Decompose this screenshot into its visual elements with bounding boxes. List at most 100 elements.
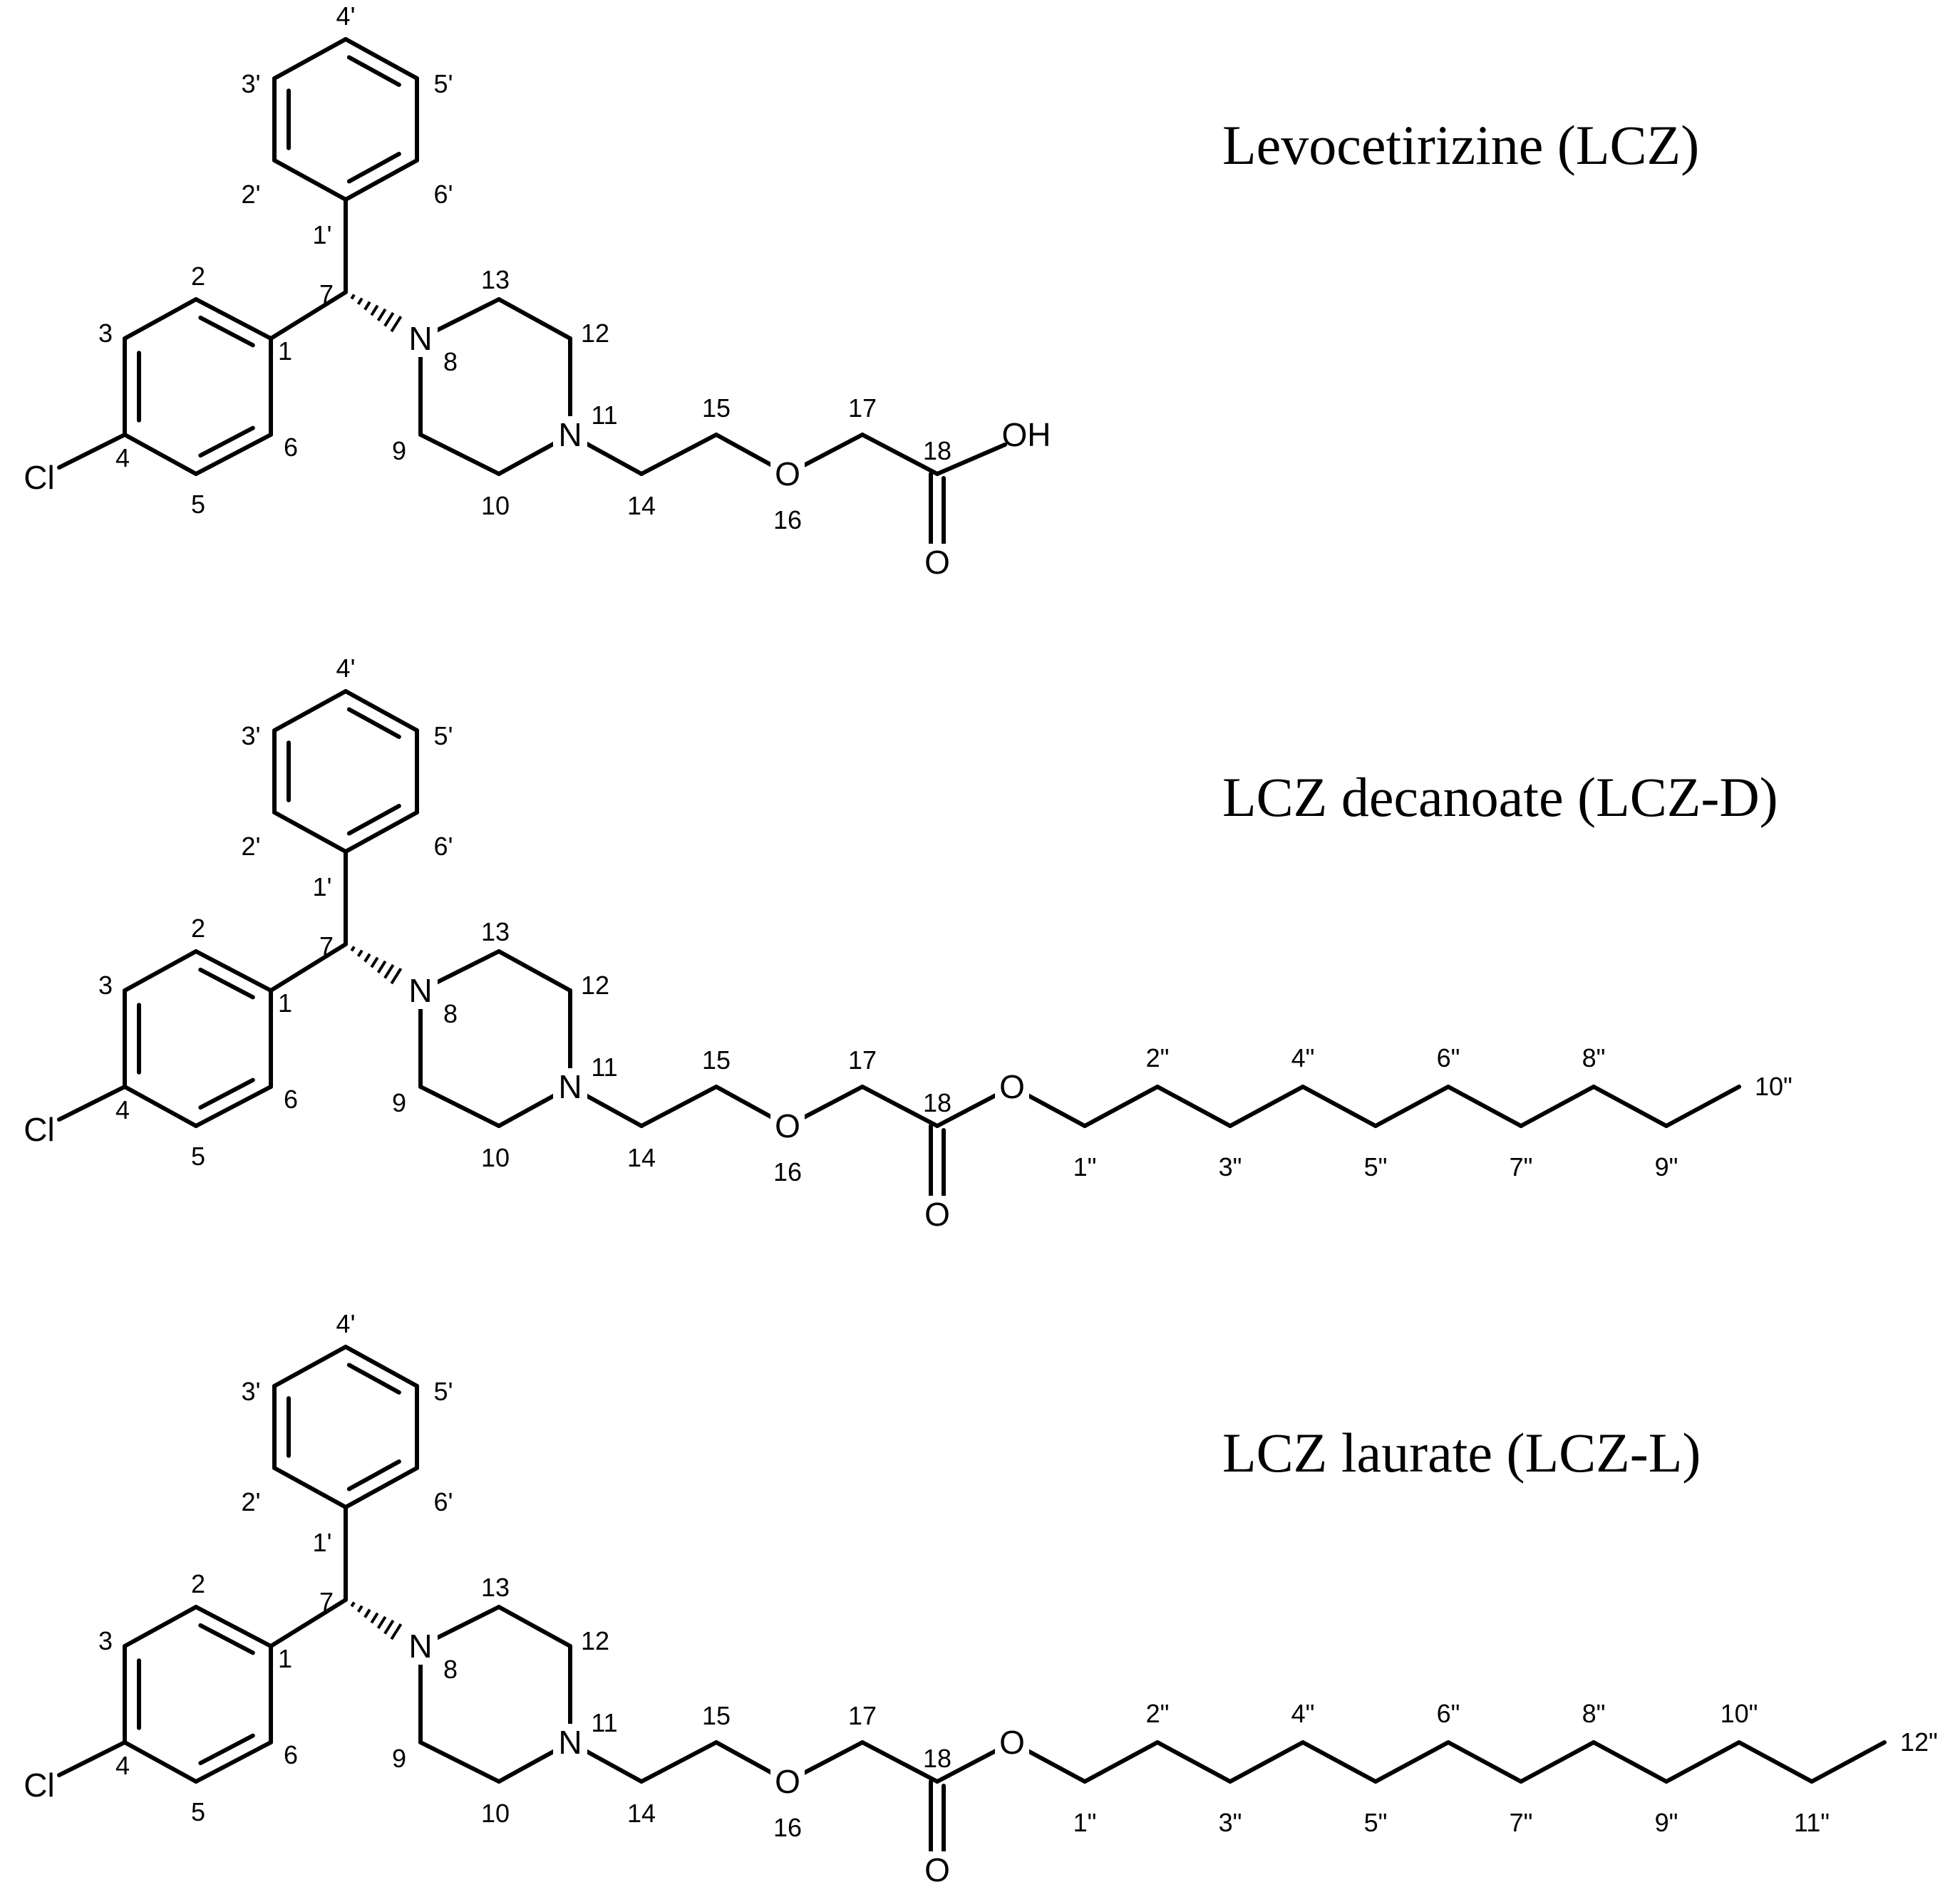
hashed-wedge-bond xyxy=(350,946,403,985)
ester-oxygen-atom: O xyxy=(999,1724,1025,1761)
ether-oxygen-atom-mask xyxy=(770,455,805,492)
chain-carbon-label: 4" xyxy=(1291,1043,1315,1072)
chain-carbon-label: 2" xyxy=(1146,1699,1170,1728)
hash-line xyxy=(383,963,395,979)
o16-label: 16 xyxy=(773,1157,802,1187)
phenyl-double-bond xyxy=(346,804,401,836)
c5-label: 5 xyxy=(191,1797,205,1826)
c14-label: 14 xyxy=(627,1143,656,1172)
c18-label: 18 xyxy=(923,1744,951,1773)
hash-line xyxy=(350,1601,356,1608)
c4prime-label: 4' xyxy=(336,1309,356,1338)
nitrogen-n11-atom-mask xyxy=(553,416,587,453)
c1-c7-bond xyxy=(269,1598,348,1648)
c5-label: 5 xyxy=(191,1142,205,1171)
c1-c7-bond xyxy=(269,942,348,993)
molecule-lcz-laurate: LCZ laurate (LCZ-L)ClO1"2"3"4"5"6"7"8"9"… xyxy=(24,1309,1938,1887)
c2prime-label: 2' xyxy=(242,1487,261,1516)
c18-label: 18 xyxy=(923,1088,951,1117)
hash-line xyxy=(383,311,395,327)
nitrogen-n8-atom-mask xyxy=(403,320,438,357)
hash-line xyxy=(376,1615,387,1629)
chlorophenyl-bond xyxy=(123,1085,198,1128)
carbonyl-oxygen-atom-mask xyxy=(920,1196,954,1233)
molecule-levocetirizine: Levocetirizine (LCZ)ClOHNNOO123456789101… xyxy=(24,1,1699,581)
chain-carbon-label: 9" xyxy=(1655,1152,1678,1182)
alkyl-chain-bond xyxy=(1519,1085,1596,1128)
c9-label: 9 xyxy=(392,1088,406,1117)
molecule-title: Levocetirizine (LCZ) xyxy=(1222,114,1699,176)
chlorine-atom: Cl xyxy=(24,459,54,496)
chain-carbon-label: 2" xyxy=(1146,1043,1170,1072)
c17-label: 17 xyxy=(848,1045,877,1075)
alkyl-chain-bond xyxy=(1810,1740,1887,1784)
phenyl-double-bond xyxy=(346,55,401,87)
nitrogen-n11-atom: N xyxy=(558,1724,582,1761)
c14-label: 14 xyxy=(627,1799,656,1828)
phenyl-double-bond xyxy=(346,152,401,184)
hash-line xyxy=(376,960,387,973)
c14-c15-bond xyxy=(639,1085,718,1128)
hashed-wedge-bond xyxy=(350,294,403,333)
hash-line xyxy=(356,1605,363,1613)
c1prime-label: 1' xyxy=(313,1528,332,1557)
phenyl-double-bond xyxy=(346,1363,401,1395)
c9-label: 9 xyxy=(392,436,406,465)
c3prime-label: 3' xyxy=(242,69,261,98)
c4-cl-bond xyxy=(57,1740,127,1777)
c13-label: 13 xyxy=(481,265,510,294)
chlorine-atom: Cl xyxy=(24,1111,54,1148)
c7-label: 7 xyxy=(319,1587,334,1616)
c18-oh-bond xyxy=(935,443,1007,476)
c12-label: 12 xyxy=(581,1626,609,1655)
hash-line xyxy=(370,1612,379,1624)
chlorophenyl-bond xyxy=(123,433,198,476)
alkyl-chain-bond xyxy=(1592,1085,1668,1128)
chlorophenyl-bond xyxy=(194,297,273,341)
carbonyl-oxygen-atom: O xyxy=(924,1196,950,1233)
c10-label: 10 xyxy=(481,491,510,520)
n11-label: 11 xyxy=(591,400,617,430)
nitrogen-n8-atom-mask xyxy=(403,972,438,1009)
chlorophenyl-double-bond xyxy=(198,425,255,458)
hash-line xyxy=(363,953,371,963)
carbonyl-oxygen-atom: O xyxy=(924,1851,950,1887)
phenyl-bond xyxy=(272,810,348,854)
alkyl-chain-bond xyxy=(1519,1740,1596,1784)
c1prime-label: 1' xyxy=(313,872,332,901)
hash-line xyxy=(363,301,371,311)
alkyl-chain-bond xyxy=(1155,1740,1232,1784)
o16-label: 16 xyxy=(773,505,802,534)
chain-carbon-label: 4" xyxy=(1291,1699,1315,1728)
phenyl-double-bond xyxy=(346,707,401,739)
c1-label: 1 xyxy=(278,988,292,1018)
c15-label: 15 xyxy=(702,1701,731,1730)
carbonyl-oxygen-atom-mask xyxy=(920,544,954,581)
c17-label: 17 xyxy=(848,393,877,423)
chlorophenyl-bond xyxy=(194,1605,273,1648)
molecule-title: LCZ decanoate (LCZ-D) xyxy=(1222,766,1778,828)
n11-label: 11 xyxy=(591,1708,617,1737)
c15-label: 15 xyxy=(702,393,731,423)
phenyl-bond xyxy=(272,1345,348,1388)
c6-label: 6 xyxy=(284,1085,298,1114)
phenyl-bond xyxy=(344,1345,419,1388)
c17-c18-bond xyxy=(860,433,939,476)
c13-label: 13 xyxy=(481,1573,510,1602)
hashed-wedge-bond xyxy=(350,1601,403,1640)
chlorophenyl-bond xyxy=(194,433,273,476)
c3prime-label: 3' xyxy=(242,1377,261,1406)
nitrogen-n11-atom: N xyxy=(558,416,582,453)
c4-cl-bond xyxy=(57,433,127,470)
ether-oxygen-atom-mask xyxy=(770,1107,805,1144)
chain-carbon-label: 8" xyxy=(1582,1043,1606,1072)
c3-label: 3 xyxy=(98,319,113,348)
chain-carbon-label: 5" xyxy=(1364,1152,1388,1182)
c14-label: 14 xyxy=(627,491,656,520)
nitrogen-n8-atom-mask xyxy=(403,1628,438,1665)
c2-label: 2 xyxy=(191,914,205,943)
c12-label: 12 xyxy=(581,971,609,1000)
c5prime-label: 5' xyxy=(434,721,453,750)
chlorophenyl-bond xyxy=(194,1740,273,1784)
c6prime-label: 6' xyxy=(434,1487,453,1516)
